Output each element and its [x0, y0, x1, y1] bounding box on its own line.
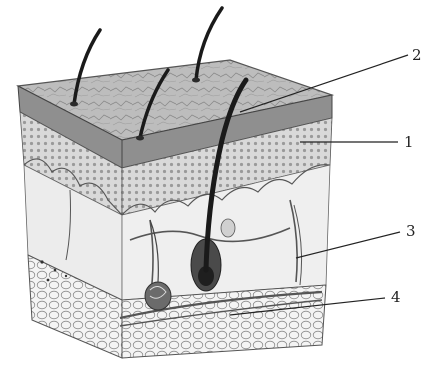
label-4: 4 [391, 288, 401, 306]
label-1: 1 [404, 133, 414, 151]
label-2: 2 [412, 46, 422, 64]
label-3: 3 [406, 222, 416, 240]
